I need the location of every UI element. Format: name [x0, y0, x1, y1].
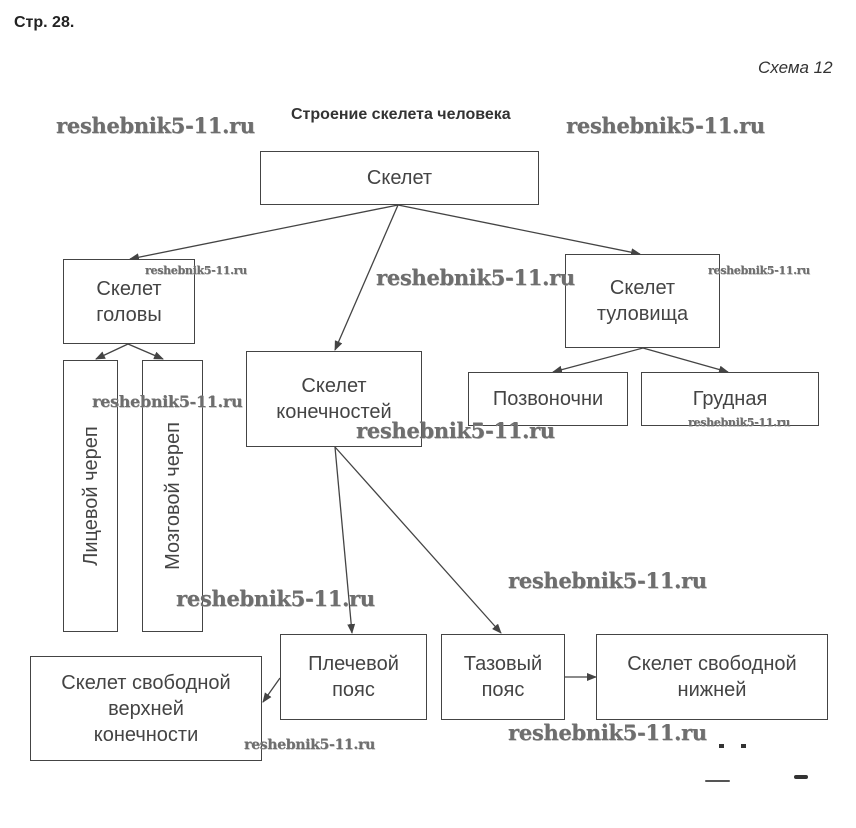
node-limbs-label: Скелет конечностей	[276, 375, 392, 423]
scan-artifact	[705, 780, 730, 782]
node-cerebral-skull: Мозговой череп	[142, 360, 203, 632]
node-facial-skull-label: Лицевой череп	[79, 426, 102, 566]
node-free-lower-limb-label: Скелет свободной нижней	[627, 653, 797, 701]
watermark: reshebnik5-11.ru	[508, 568, 707, 593]
scan-artifact	[794, 775, 808, 779]
node-shoulder-girdle-label: Плечевой пояс	[308, 653, 399, 701]
node-chest-label: Грудная	[692, 388, 768, 410]
arrow-trunk-to-spine	[552, 347, 644, 374]
node-pelvic-girdle: Тазовый пояс	[441, 634, 565, 720]
watermark: reshebnik5-11.ru	[566, 113, 765, 138]
scan-artifact	[719, 744, 724, 748]
watermark: reshebnik5-11.ru	[376, 265, 575, 290]
node-trunk-label: Скелет туловища	[596, 277, 689, 325]
node-spine-label: Позвоночни	[492, 388, 604, 410]
watermark: reshebnik5-11.ru	[244, 737, 375, 753]
arrow-limbs-to-pelvic	[334, 446, 502, 634]
watermark: reshebnik5-11.ru	[176, 586, 375, 611]
watermark: reshebnik5-11.ru	[708, 264, 810, 277]
scan-artifact	[741, 744, 746, 748]
node-chest: Грудная	[641, 372, 819, 426]
node-facial-skull: Лицевой череп	[63, 360, 118, 632]
watermark: reshebnik5-11.ru	[688, 416, 790, 429]
arrow-skeleton-to-limbs	[334, 204, 399, 351]
watermark: reshebnik5-11.ru	[56, 113, 255, 138]
node-head-label: Скелет головы	[96, 277, 162, 326]
node-free-upper-limb: Скелет свободной верхней конечности	[30, 656, 262, 761]
scheme-label: Схема 12	[758, 58, 833, 77]
node-pelvic-girdle-label: Тазовый пояс	[463, 653, 543, 701]
arrow-shoulder-to-upper	[262, 677, 281, 703]
watermark: reshebnik5-11.ru	[92, 392, 243, 411]
page-number: Стр. 28.	[14, 14, 75, 31]
node-head: Скелет головы	[63, 259, 195, 344]
node-trunk: Скелет туловища	[565, 254, 720, 348]
node-skeleton: Скелет	[260, 151, 539, 205]
arrow-trunk-to-chest	[642, 347, 729, 374]
arrow-head-to-facial	[95, 343, 129, 360]
node-spine: Позвоночни	[468, 372, 628, 426]
node-shoulder-girdle: Плечевой пояс	[280, 634, 427, 720]
arrow-limbs-to-shoulder	[334, 446, 356, 634]
node-free-lower-limb: Скелет свободной нижней	[596, 634, 828, 720]
watermark: reshebnik5-11.ru	[145, 264, 247, 277]
arrow-head-to-cerebral	[127, 343, 164, 360]
node-skeleton-label: Скелет	[366, 167, 433, 189]
watermark: reshebnik5-11.ru	[508, 720, 707, 745]
node-free-upper-limb-label: Скелет свободной верхней конечности	[61, 671, 231, 746]
arrow-skeleton-to-head	[129, 204, 399, 262]
node-limbs: Скелет конечностей	[246, 351, 422, 447]
watermark: reshebnik5-11.ru	[356, 418, 555, 443]
diagram-title: Строение скелета человека	[291, 106, 511, 123]
node-cerebral-skull-label: Мозговой череп	[161, 422, 184, 570]
arrow-skeleton-to-trunk	[397, 204, 641, 257]
